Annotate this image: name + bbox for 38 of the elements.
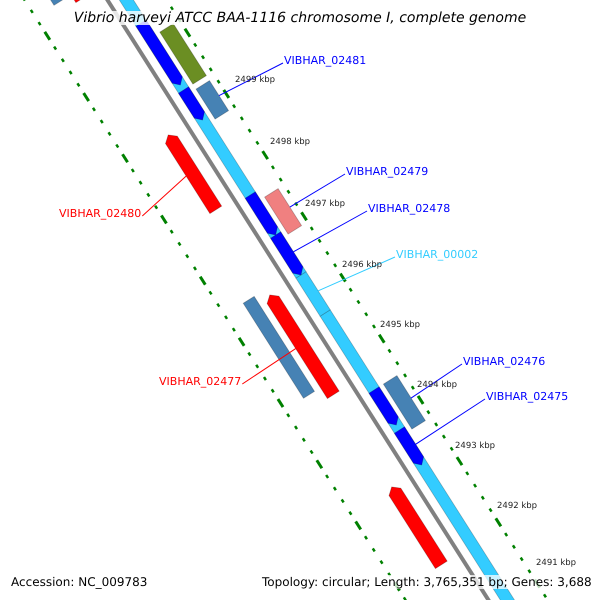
leader-line: [415, 398, 486, 445]
gene-bar: [388, 486, 448, 570]
info-text: Accession: NC_009783: [9, 575, 150, 589]
leader-line: [142, 176, 187, 216]
gene-label: VIBHAR_02479: [346, 166, 428, 177]
gene-bar: [264, 188, 302, 235]
leader-line: [318, 256, 396, 292]
gene-label: VIBHAR_02475: [486, 391, 568, 402]
scale-label: 2498 kbp: [270, 138, 310, 146]
gene-label: VIBHAR_00002: [396, 249, 478, 260]
gene-bar: [295, 271, 331, 317]
gene-bar: [242, 296, 316, 399]
leader-line: [410, 364, 462, 399]
leader-line: [289, 174, 346, 208]
gene-bar: [195, 80, 230, 120]
gene-bar: [159, 23, 207, 85]
gene-bar: [270, 231, 304, 276]
title: Vibrio harveyi ATCC BAA-1116 chromosome I, complete genome: [72, 11, 528, 25]
gene-label: VIBHAR_02478: [368, 203, 450, 214]
gene-bar: [394, 426, 424, 466]
scale-label: 2491 kbp: [536, 559, 576, 568]
scale-label: 2493 kbp: [455, 442, 496, 450]
scale-label: 2497 kbp: [305, 200, 346, 208]
gene-label: VIBHAR_02481: [284, 55, 366, 66]
gene-label: VIBHAR_02477: [159, 376, 242, 387]
info-text: Topology: circular; Length: 3,765,351 bp; Genes: 3,688: [260, 575, 594, 589]
gene-label: VIBHAR_02480: [59, 208, 142, 219]
scale-label: 2492 kbp: [497, 502, 538, 510]
leader-line: [292, 210, 368, 252]
gene-bar: [266, 294, 340, 400]
scale-label: 2495 kbp: [380, 321, 420, 330]
gene-bar: [178, 86, 205, 120]
gene-bar: [368, 386, 399, 426]
leader-line: [218, 62, 284, 96]
gene-label: VIBHAR_02476: [463, 356, 546, 367]
gene-bar: [244, 191, 278, 236]
leader-line: [242, 348, 296, 384]
gene-bar: [165, 134, 222, 214]
